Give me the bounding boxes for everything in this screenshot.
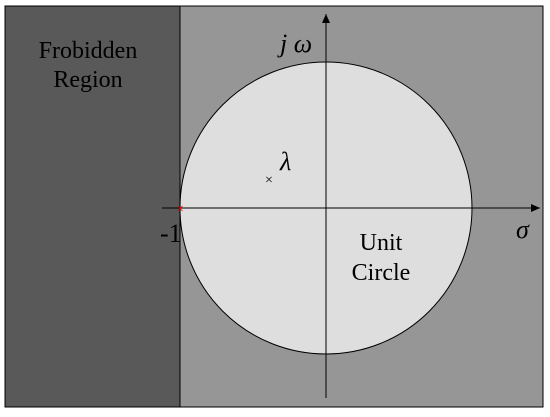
unit-circle-label-line1: Unit (360, 230, 403, 256)
unit-circle-label-line2: Circle (352, 260, 411, 286)
minus-one-label: -1 (160, 219, 182, 248)
forbidden-region (4, 5, 181, 408)
real-axis-label: σ (516, 215, 530, 244)
forbidden-region-label-line1: Frobidden (39, 38, 138, 64)
forbidden-region-label-line2: Region (53, 67, 122, 93)
critical-point-marker: × (176, 202, 184, 217)
eigenvalue-marker: × (265, 173, 273, 188)
imaginary-axis-label: j ω (277, 29, 312, 58)
eigenvalue-label: λ (279, 147, 291, 176)
